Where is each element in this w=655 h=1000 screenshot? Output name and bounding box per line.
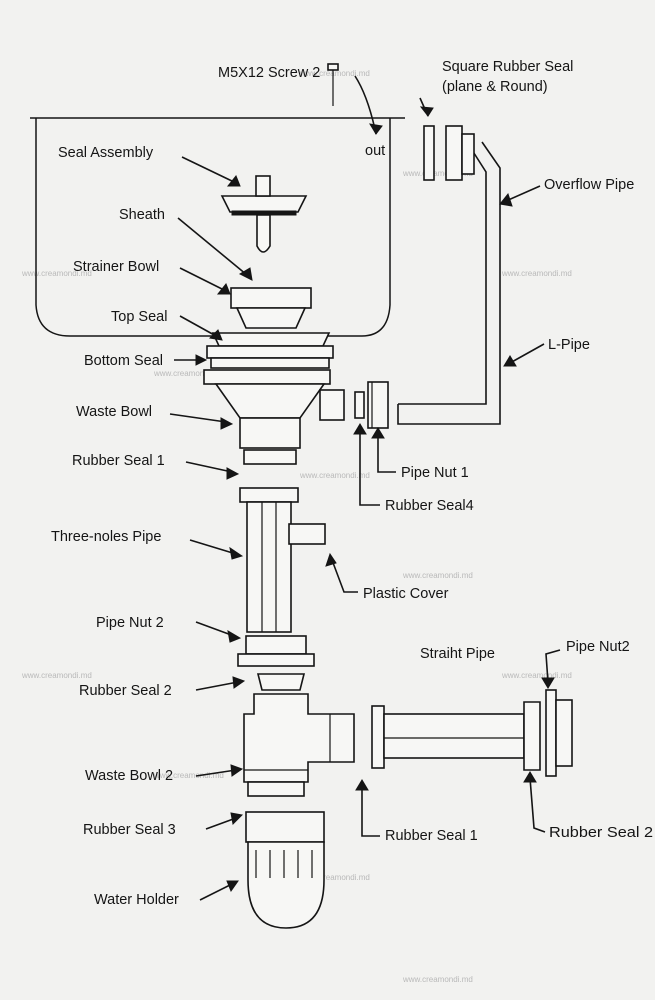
label-rubber-seal-2-right: Rubber Seal 2 xyxy=(549,825,653,841)
label-rubber-seal-1-lower: Rubber Seal 1 xyxy=(385,828,478,844)
watermark: www.creamondi.md xyxy=(402,169,473,178)
label-bottom-seal: Bottom Seal xyxy=(84,353,163,369)
label-rubber-seal-3: Rubber Seal 3 xyxy=(83,822,176,838)
watermark: www.creamondi.md xyxy=(153,369,224,378)
watermark: www.creamondi.md xyxy=(21,671,92,680)
sheath-part xyxy=(256,214,271,253)
rubber-seal-2-part xyxy=(256,673,306,691)
label-pipe-nut-2: Pipe Nut 2 xyxy=(96,615,164,631)
pipe-nut-2-right-part xyxy=(545,689,573,777)
screw xyxy=(327,63,339,106)
top-seal-part xyxy=(211,332,331,347)
watermark: www.creamondi.md xyxy=(501,671,572,680)
rubber-seal-3-part xyxy=(245,811,325,843)
rubber-seal-1-lower-part xyxy=(371,705,385,769)
rubber-seal-2-right-part xyxy=(523,701,541,771)
label-waste-bowl-2: Waste Bowl 2 xyxy=(85,768,173,784)
label-rubber-seal-2: Rubber Seal 2 xyxy=(79,683,172,699)
label-water-holder: Water Holder xyxy=(94,892,179,908)
label-pipe-nut-1: Pipe Nut 1 xyxy=(401,465,469,481)
plastic-cover-part xyxy=(288,523,326,545)
l-pipe-part xyxy=(397,141,501,425)
square-rubber-seal-part xyxy=(423,125,435,181)
three-holes-pipe-part xyxy=(239,487,299,633)
pipe-nut-2-part xyxy=(237,635,315,667)
strainer-bowl-part xyxy=(230,287,312,329)
rubber-seal-4-part xyxy=(354,391,365,419)
label-rubber-seal-1: Rubber Seal 1 xyxy=(72,453,165,469)
water-holder-part xyxy=(247,841,325,929)
label-square-rubber-seal: Square Rubber Seal xyxy=(442,59,573,75)
label-strainer-bowl: Strainer Bowl xyxy=(73,259,159,275)
pipe-nut-1-part xyxy=(367,381,389,429)
label-rubber-seal-4: Rubber Seal4 xyxy=(385,498,474,514)
bottom-seal-part xyxy=(203,345,334,385)
watermark: www.creamondi.md xyxy=(299,471,370,480)
watermark: www.creamondi.md xyxy=(299,873,370,882)
watermark: www.creamondi.md xyxy=(402,975,473,984)
label-l-pipe: L-Pipe xyxy=(548,337,590,353)
label-screw: M5X12 Screw 2 xyxy=(218,65,320,81)
label-square-rubber-seal-sub: (plane & Round) xyxy=(442,79,548,95)
label-top-seal: Top Seal xyxy=(111,309,167,325)
straight-pipe-part xyxy=(383,713,525,759)
label-plastic-cover: Plastic Cover xyxy=(363,586,449,602)
label-out: out xyxy=(365,143,385,159)
label-pipe-nut-2-right: Pipe Nut2 xyxy=(566,639,630,655)
waste-bowl-part xyxy=(214,383,345,449)
label-sheath: Sheath xyxy=(119,207,165,223)
label-overflow-pipe: Overflow Pipe xyxy=(544,177,634,193)
watermark: www.creamondi.md xyxy=(299,69,370,78)
waste-bowl-2-part xyxy=(243,693,355,797)
overflow-cap-part xyxy=(445,125,475,181)
label-seal-assembly: Seal Assembly xyxy=(58,145,154,161)
label-straight-pipe: Straiht Pipe xyxy=(420,646,495,662)
watermark: www.creamondi.md xyxy=(501,269,572,278)
label-three-holes-pipe: Three-noles Pipe xyxy=(51,529,161,545)
arrowheads xyxy=(195,106,555,893)
rubber-seal-1-part xyxy=(243,449,297,465)
watermark: www.creamondi.md xyxy=(402,571,473,580)
watermark-layer: www.creamondi.md www.creamondi.md www.cr… xyxy=(21,69,572,984)
watermark: www.creamondi.md xyxy=(21,269,92,278)
label-waste-bowl: Waste Bowl xyxy=(76,404,152,420)
watermark: www.creamondi.md xyxy=(153,771,224,780)
